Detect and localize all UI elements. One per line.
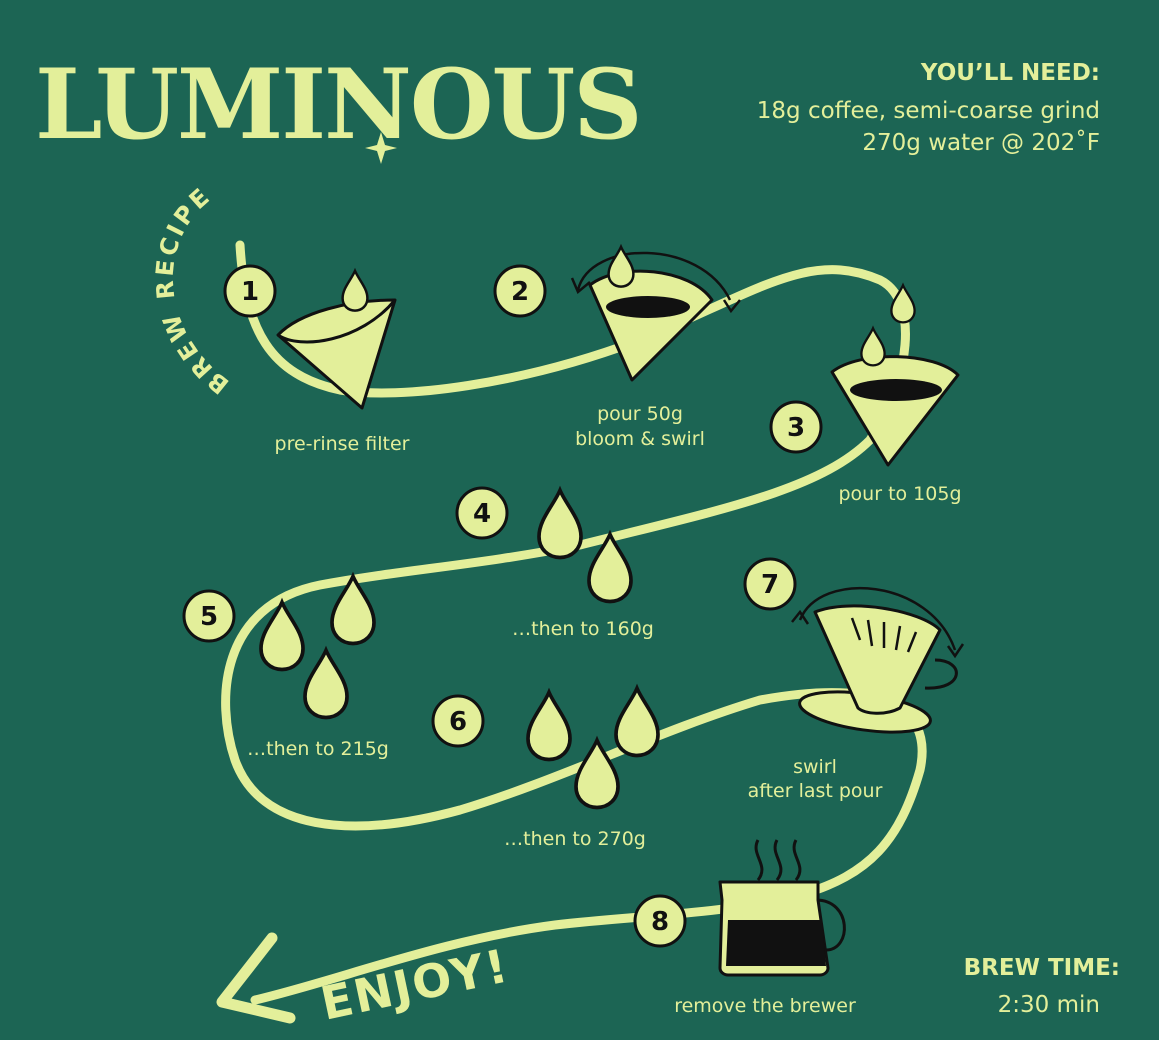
svg-text:7: 7 (761, 570, 779, 600)
step-5-badge: 5 (182, 589, 236, 643)
svg-text:8: 8 (651, 907, 669, 937)
step-6-drops-icon (526, 686, 660, 810)
brew-time-label: BREW TIME: (964, 955, 1120, 981)
needs-heading: YOU’LL NEED: (920, 60, 1100, 86)
step-2-caption-line2: bloom & swirl (575, 428, 705, 450)
step-3-caption: pour to 105g (838, 483, 961, 505)
svg-text:5: 5 (200, 602, 218, 632)
step-2-bloom-icon (570, 245, 741, 382)
step-4-badge: 4 (455, 486, 509, 540)
step-7-dripper-icon (791, 586, 965, 734)
step-1-badge: 1 (223, 264, 277, 318)
sparkle-icon (365, 132, 397, 164)
step-7-caption-line2: after last pour (748, 780, 883, 802)
needs-water: 270g water @ 202˚F (862, 129, 1100, 156)
step-8-carafe-icon (718, 839, 846, 977)
arrow-head-icon (216, 932, 296, 1024)
step-8-caption: remove the brewer (674, 995, 856, 1017)
step-7-caption-line1: swirl (793, 756, 837, 778)
step-1-filter-icon (276, 269, 397, 410)
step-6-badge: 6 (431, 694, 485, 748)
step-6-caption: …then to 270g (504, 828, 646, 850)
step-1-caption: pre-rinse filter (275, 433, 410, 455)
svg-text:1: 1 (241, 277, 259, 307)
step-2-badge: 2 (493, 264, 547, 318)
logo: LUMINOUS (35, 48, 641, 161)
svg-text:3: 3 (787, 413, 805, 443)
step-4-caption: …then to 160g (512, 618, 654, 640)
step-3-pour-icon (830, 284, 960, 467)
brew-time-value: 2:30 min (998, 992, 1100, 1018)
svg-text:4: 4 (473, 499, 491, 529)
step-3-badge: 3 (769, 400, 823, 454)
step-2-caption-line1: pour 50g (597, 403, 683, 425)
step-8-badge: 8 (633, 894, 687, 948)
svg-text:2: 2 (511, 277, 529, 307)
step-7-badge: 7 (743, 557, 797, 611)
step-5-caption: …then to 215g (247, 738, 389, 760)
svg-text:6: 6 (449, 707, 467, 737)
needs-coffee: 18g coffee, semi-coarse grind (757, 98, 1100, 124)
subtitle-arc: BREW RECIPE (151, 181, 235, 399)
